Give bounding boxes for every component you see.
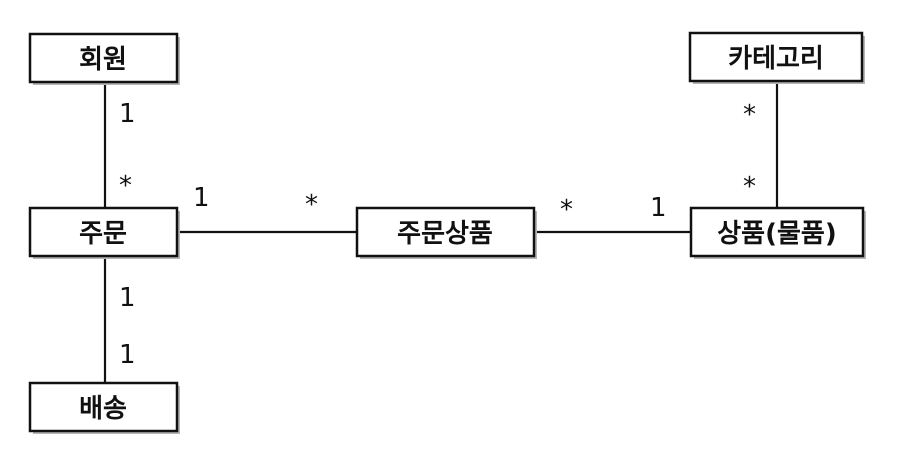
multiplicity-order-end-to-delivery: 1: [119, 283, 136, 313]
entity-delivery-label: 배송: [79, 394, 127, 424]
entity-order: 주문: [28, 206, 180, 259]
entity-product: 상품(물품): [689, 206, 866, 259]
multiplicity-member-end: 1: [119, 99, 136, 129]
entity-member: 회원: [28, 32, 180, 85]
multiplicity-product-end-from-item: 1: [650, 193, 667, 223]
entity-order-item-label: 주문상품: [397, 219, 493, 249]
multiplicity-order-end-to-item: 1: [193, 183, 210, 213]
entity-category: 카테고리: [688, 31, 865, 84]
multiplicity-order-end-from-member: *: [119, 171, 132, 201]
entity-order-item: 주문상품: [355, 206, 537, 259]
multiplicity-product-end-from-category: *: [743, 172, 756, 202]
entity-delivery: 배송: [28, 381, 180, 434]
multiplicity-category-end: *: [743, 100, 756, 130]
multiplicity-order-item-end-from-order: *: [305, 190, 318, 220]
entity-product-label: 상품(물품): [717, 219, 836, 249]
entity-order-label: 주문: [79, 219, 127, 249]
entity-category-label: 카테고리: [728, 44, 824, 74]
multiplicity-order-item-end-to-product: *: [560, 195, 573, 225]
entity-member-label: 회원: [79, 45, 127, 75]
multiplicity-delivery-end: 1: [119, 340, 136, 370]
